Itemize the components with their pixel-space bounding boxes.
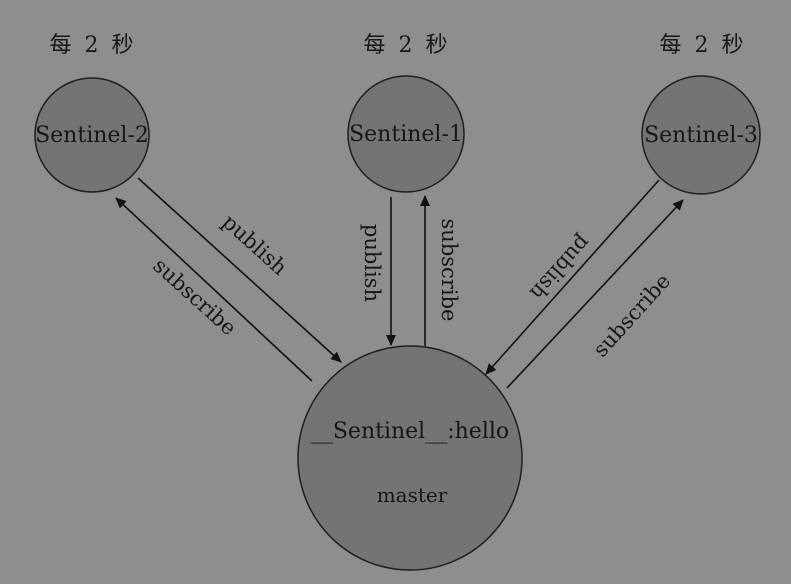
interval-label-sentinel-3: 每 2 秒 <box>660 33 747 58</box>
edge-sentinel-3-subscribe-arrow <box>506 199 684 389</box>
edge-sentinel-3-publish-arrow <box>485 179 660 375</box>
node-sentinel-3-label: Sentinel-3 <box>644 123 758 148</box>
node-master-circle <box>297 345 523 571</box>
node-sentinel-1-circle <box>347 75 465 193</box>
edge-sentinel-2-publish-arrow <box>137 177 342 363</box>
node-sentinel-2-circle <box>34 77 150 193</box>
master-channel-label: __Sentinel__:hello <box>311 419 509 444</box>
node-master: __Sentinel__:hello master <box>297 345 523 571</box>
node-sentinel-2: Sentinel-2 <box>34 77 150 193</box>
interval-label-sentinel-1: 每 2 秒 <box>364 33 451 58</box>
master-label: master <box>377 483 448 507</box>
edge-sentinel-2-subscribe-label: subscribe <box>148 253 241 340</box>
edge-sentinel-2-publish-label: publish <box>218 210 292 280</box>
edge-sentinel-2-subscribe-arrow <box>115 197 313 382</box>
node-sentinel-2-label: Sentinel-2 <box>35 123 149 148</box>
node-sentinel-3-circle <box>641 75 761 195</box>
interval-label-sentinel-2: 每 2 秒 <box>50 33 137 58</box>
node-sentinel-1-label: Sentinel-1 <box>349 122 463 147</box>
edge-sentinel-1-publish-label: publish <box>360 224 384 302</box>
edge-sentinel-3-subscribe-label: subscribe <box>588 269 675 362</box>
node-sentinel-1: Sentinel-1 <box>347 75 465 193</box>
edge-sentinel-1-subscribe-label: subscribe <box>437 219 461 322</box>
edge-sentinel-3-publish-label: publish <box>525 231 595 305</box>
node-sentinel-3: Sentinel-3 <box>641 75 761 195</box>
